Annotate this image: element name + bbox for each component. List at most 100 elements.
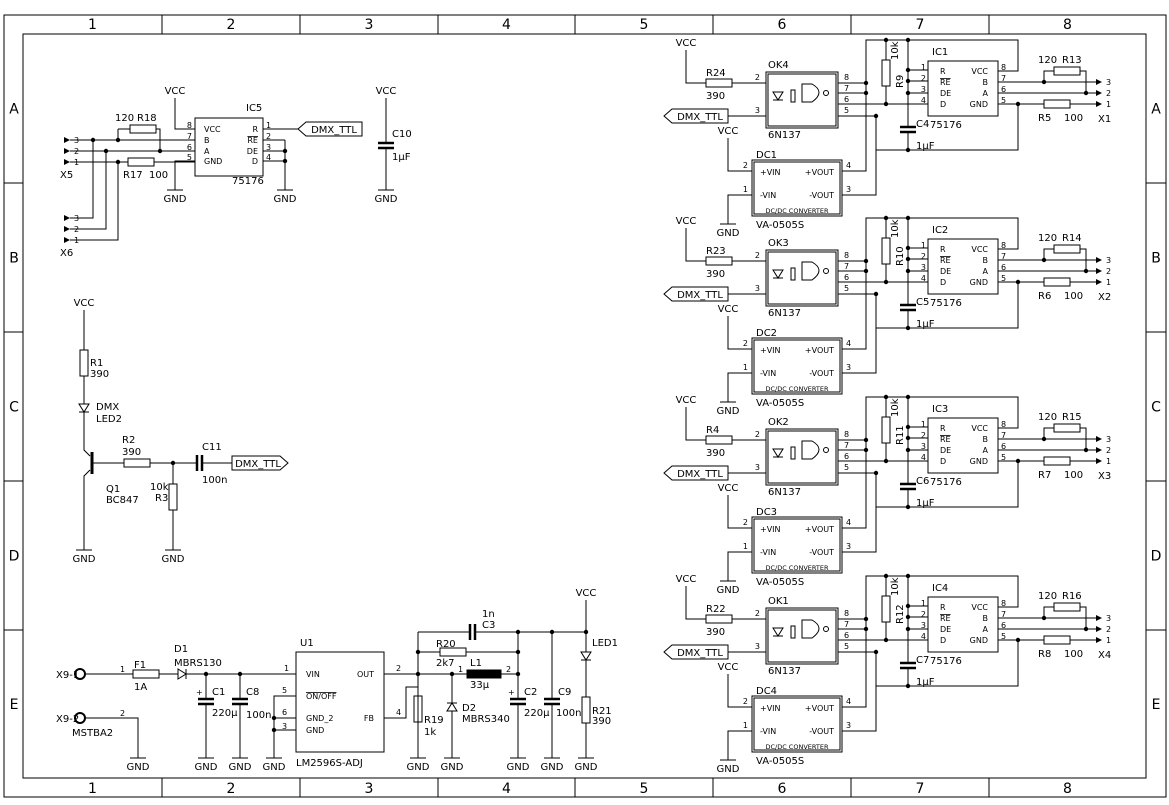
connector-pin-number: 2 <box>1106 89 1111 98</box>
junction-dot <box>1015 637 1021 643</box>
transceiver-pin-number: 3 <box>921 621 926 630</box>
series-ref: R5 <box>1038 113 1051 124</box>
vcc-label: VCC <box>74 298 95 309</box>
termination-resistor <box>1053 423 1081 433</box>
junction-dot <box>905 90 911 96</box>
gnd-label: GND <box>162 554 185 565</box>
junction-dot <box>1083 626 1089 632</box>
net-flag <box>663 644 729 660</box>
column-marker: 1 <box>88 17 97 33</box>
dcdc-pin-number: 2 <box>743 339 748 348</box>
q1-ref: Q1 <box>106 484 120 495</box>
vcc-label: VCC <box>676 395 697 406</box>
junction-dot <box>873 113 879 119</box>
transceiver-ref: IC4 <box>932 583 948 594</box>
column-marker: 3 <box>365 17 374 33</box>
wire <box>842 507 877 553</box>
connector-pin <box>64 215 70 221</box>
row-marker: A <box>9 102 19 118</box>
d2-symbol <box>446 702 458 712</box>
junction-dot <box>905 268 911 274</box>
transceiver-pin-name: B <box>983 435 989 444</box>
junction-dot <box>515 629 521 635</box>
ic5-pin-name: RE <box>247 136 258 145</box>
wire <box>1080 70 1087 93</box>
optocoupler-body <box>767 73 837 127</box>
ok-pin-number: 3 <box>755 284 760 293</box>
input-resistor <box>705 435 733 445</box>
connector-pin-number: 3 <box>1106 614 1111 623</box>
connector-pin <box>1096 279 1102 285</box>
c9-ref: C9 <box>558 687 571 698</box>
wire <box>1043 427 1054 439</box>
optocoupler-ref: OK3 <box>768 238 789 249</box>
connector-pin <box>1096 257 1102 263</box>
r2 <box>123 458 151 468</box>
junction-dot <box>1015 458 1021 464</box>
outer-border <box>3 14 1167 798</box>
f1-ref: F1 <box>134 660 146 671</box>
u1-pin-number: 6 <box>282 708 287 717</box>
wire <box>842 328 877 374</box>
net-flag <box>297 121 363 137</box>
dcdc-ref: DC1 <box>756 150 777 161</box>
r20-value: 2k7 <box>436 658 455 669</box>
dcdc-pin-name: +VOUT <box>805 168 834 177</box>
r19-value: 1k <box>424 727 436 738</box>
input-resistor-value: 390 <box>706 448 725 459</box>
dcdc-body <box>751 159 843 217</box>
junction-dot <box>170 460 176 466</box>
input-resistor-value: 390 <box>706 627 725 638</box>
series-value: 100 <box>1064 470 1083 481</box>
ok-pin-number: 8 <box>844 609 849 618</box>
x9-2-ref: X9-2 <box>56 714 79 725</box>
dcdc-caption: DC/DC CONVERTER <box>765 743 829 751</box>
wire <box>1080 606 1087 629</box>
dcdc-pin-number: 2 <box>743 697 748 706</box>
dcdc-pin-name: -VOUT <box>809 548 834 557</box>
transceiver-type: 75176 <box>930 120 962 131</box>
transceiver-ref: IC2 <box>932 225 948 236</box>
wire <box>842 619 867 708</box>
wire <box>727 730 752 750</box>
connector-pin-number: 1 <box>1106 636 1111 645</box>
dcdc-caption: DC/DC CONVERTER <box>765 207 829 215</box>
c10-ref: C10 <box>392 129 412 140</box>
output-connector-ref: X3 <box>1098 471 1111 482</box>
junction-dot <box>873 649 879 655</box>
junction-dot <box>115 137 121 143</box>
dcdc-pin-name: -VOUT <box>809 369 834 378</box>
ic5-type: 75176 <box>232 176 264 187</box>
dcdc-body <box>753 697 841 751</box>
inner-border <box>22 33 1147 779</box>
ok-pin-number: 8 <box>844 73 849 82</box>
ok-pin-number: 7 <box>844 262 849 271</box>
wire <box>1043 70 1054 82</box>
column-marker: 5 <box>640 17 649 33</box>
ok-pin-number: 6 <box>844 95 849 104</box>
junction-dot <box>905 325 911 331</box>
junction-dot <box>905 614 911 620</box>
cap-ref: C4 <box>916 119 929 130</box>
transceiver-pin-number: 7 <box>1001 431 1006 440</box>
ok-pin-number: 3 <box>755 463 760 472</box>
dcdc-pin-name: +VOUT <box>805 346 834 355</box>
dcdc-pin-number: 4 <box>846 161 851 170</box>
drawing-frame <box>3 14 1167 798</box>
r17-value: 100 <box>149 170 168 181</box>
wire <box>865 39 1019 83</box>
transceiver-pin-number: 5 <box>1001 274 1006 283</box>
junction-dot <box>905 626 911 632</box>
u1-type: LM2596S-ADJ <box>296 758 363 769</box>
ok-pin-number: 2 <box>755 251 760 260</box>
transceiver-ref: IC3 <box>932 404 948 415</box>
connector-pin <box>64 159 70 165</box>
c1-ref: C1 <box>212 687 225 698</box>
vcc-label: VCC <box>165 86 186 97</box>
input-resistor-ref: R22 <box>706 604 726 615</box>
dcdc-pin-name: -VIN <box>760 727 776 736</box>
junction-dot <box>863 437 869 443</box>
d1-type: MBRS130 <box>174 658 222 669</box>
c8-value: 100n <box>246 710 271 721</box>
dcdc-pin-number: 1 <box>743 185 748 194</box>
